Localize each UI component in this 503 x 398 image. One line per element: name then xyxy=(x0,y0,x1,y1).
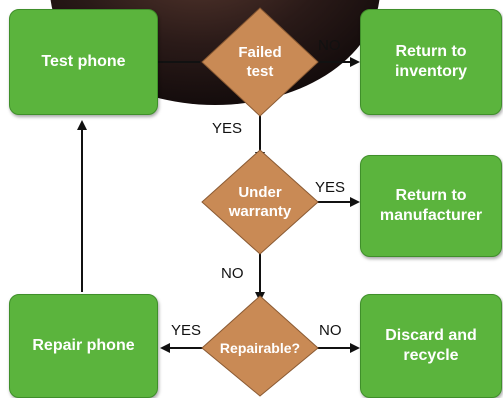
node-discard-recycle: Discard and recycle xyxy=(360,294,502,398)
node-return-inventory-label: Return to inventory xyxy=(394,43,467,80)
edge-label-repairable-yes: YES xyxy=(171,322,202,339)
node-discard-recycle-label: Discard and recycle xyxy=(385,327,477,364)
diamond-under-warranty xyxy=(201,149,319,255)
node-test-phone: Test phone xyxy=(9,9,158,115)
diamond-failed-test-label: Failed test xyxy=(238,44,282,80)
diamond-repairable xyxy=(201,295,319,397)
edge-label-warranty-yes: YES xyxy=(315,179,346,196)
node-repair-phone: Repair phone xyxy=(9,294,158,398)
edge-label-repairable-no: NO xyxy=(319,322,342,339)
node-repair-phone-label: Repair phone xyxy=(32,337,135,354)
node-test-phone-label: Test phone xyxy=(41,53,126,70)
diamond-under-warranty-label: Under warranty xyxy=(228,184,292,220)
node-return-manufacturer-label: Return to manufacturer xyxy=(379,187,483,224)
node-return-manufacturer: Return to manufacturer xyxy=(360,155,502,257)
edge-label-warranty-no: NO xyxy=(221,265,244,282)
edge-label-failed-no: NO xyxy=(318,37,341,54)
edge-label-failed-yes: YES xyxy=(212,120,243,137)
diamond-repairable-label: Repairable? xyxy=(219,339,301,356)
node-return-inventory: Return to inventory xyxy=(360,9,502,115)
diamond-failed-test xyxy=(201,7,319,117)
